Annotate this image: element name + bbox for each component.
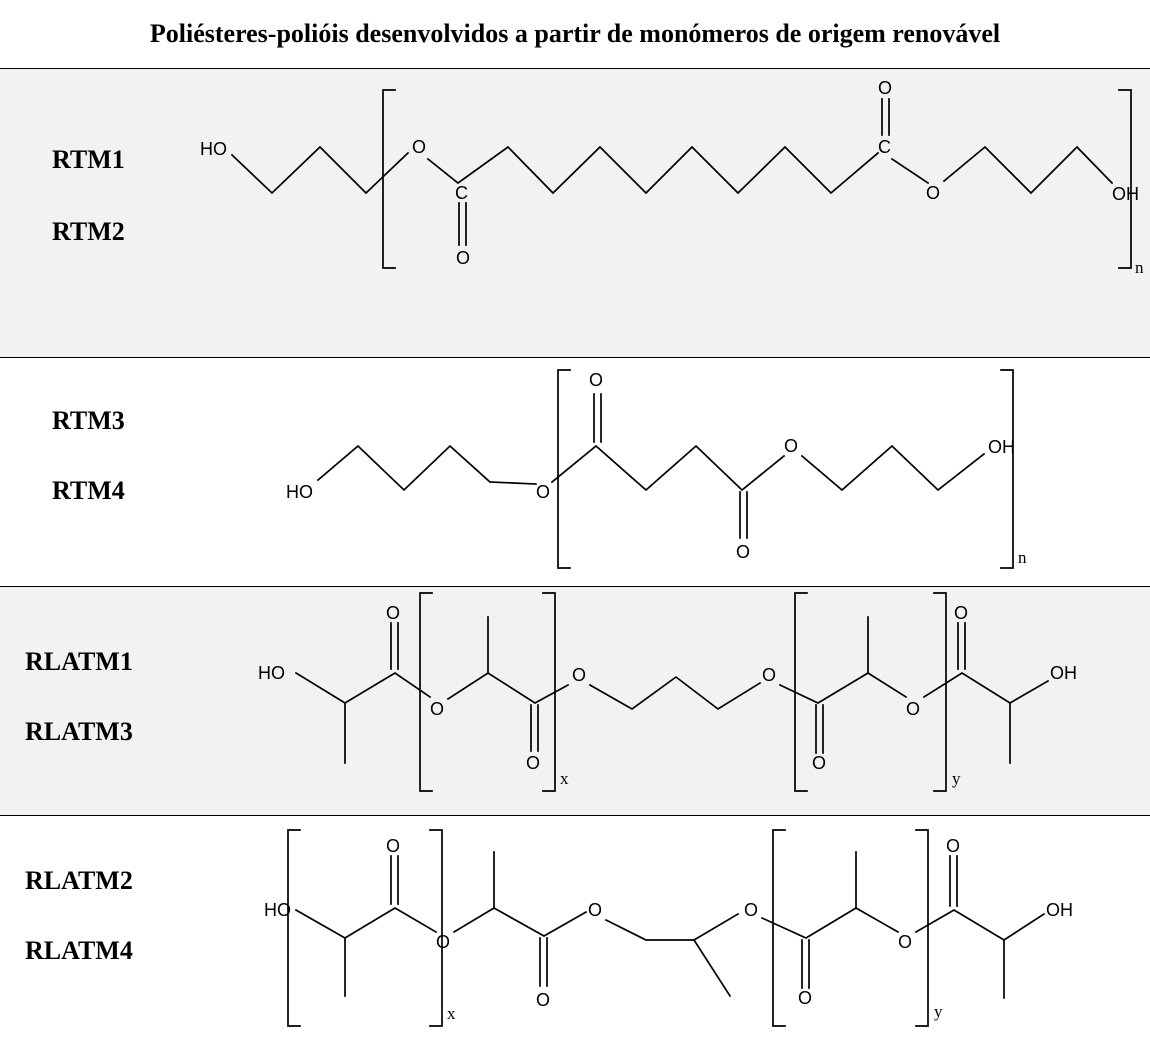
atom-o: O xyxy=(878,78,892,98)
subscript-x: x xyxy=(447,1004,456,1023)
atom-o: O xyxy=(436,932,450,952)
atom-o: O xyxy=(812,753,826,773)
bracket-left-x xyxy=(287,829,301,1027)
atom-oh: OH xyxy=(1046,900,1073,920)
bracket-right-y xyxy=(933,592,947,792)
atom-ho: HO xyxy=(200,139,227,159)
atom-o: O xyxy=(588,900,602,920)
bracket-right xyxy=(1000,369,1014,569)
row-rtm1-rtm2: RTM1 RTM2 HO O C O C O O OH n xyxy=(0,69,1150,357)
label-rlatm2: RLATM2 xyxy=(25,866,133,895)
atom-o: O xyxy=(954,603,968,623)
bracket-right-x xyxy=(429,829,443,1027)
subscript-n: n xyxy=(1018,548,1027,567)
atom-o: O xyxy=(412,137,426,157)
atom-c: C xyxy=(878,137,891,157)
label-rlatm1: RLATM1 xyxy=(25,647,133,676)
bracket-left-y xyxy=(794,592,808,792)
structure-rtm1-rtm2: HO O C O C O O OH n xyxy=(200,78,1144,277)
bracket-left-y xyxy=(772,829,786,1027)
atom-o: O xyxy=(386,603,400,623)
table-title: Poliésteres-polióis desenvolvidos a part… xyxy=(149,19,1001,48)
atom-ho: HO xyxy=(286,482,313,502)
label-rlatm3: RLATM3 xyxy=(25,717,133,746)
atom-o: O xyxy=(798,988,812,1008)
atom-o: O xyxy=(784,436,798,456)
atom-o: O xyxy=(946,836,960,856)
atom-o: O xyxy=(926,183,940,203)
atom-o: O xyxy=(386,836,400,856)
structure-rtm3-rtm4: HO O O O O OH n xyxy=(286,369,1027,569)
bracket-left xyxy=(557,369,571,569)
row-rlatm2-rlatm4: RLATM2 RLATM4 HO O O O O O O O xyxy=(0,816,1150,1041)
atom-ho: HO xyxy=(258,663,285,683)
atom-o: O xyxy=(762,665,776,685)
structure-rlatm1-rlatm3: HO O O O O O O O O OH xyxy=(258,592,1077,792)
subscript-y: y xyxy=(952,769,961,788)
atom-o: O xyxy=(736,542,750,562)
title-divider xyxy=(0,68,1150,69)
bracket-right-x xyxy=(542,592,556,792)
atom-oh: OH xyxy=(988,437,1015,457)
atom-o: O xyxy=(456,248,470,268)
subscript-n: n xyxy=(1135,258,1144,277)
label-rtm1: RTM1 xyxy=(52,145,125,174)
row-divider xyxy=(0,586,1150,587)
bracket-left xyxy=(382,89,396,269)
atom-o: O xyxy=(572,665,586,685)
bracket-right-y xyxy=(915,829,929,1027)
label-rtm3: RTM3 xyxy=(52,406,125,435)
atom-o: O xyxy=(536,990,550,1010)
subscript-y: y xyxy=(934,1002,943,1021)
atom-o: O xyxy=(589,370,603,390)
atom-o: O xyxy=(526,753,540,773)
structure-rlatm2-rlatm4: HO O O O O O O O O O xyxy=(264,829,1073,1027)
atom-oh: OH xyxy=(1112,184,1139,204)
atom-o: O xyxy=(898,932,912,952)
bracket-right xyxy=(1118,89,1132,269)
subscript-x: x xyxy=(560,769,569,788)
row-divider xyxy=(0,815,1150,816)
atom-ho: HO xyxy=(264,900,291,920)
atom-o: O xyxy=(906,699,920,719)
atom-o: O xyxy=(744,900,758,920)
row-rtm3-rtm4: RTM3 RTM4 HO O O O O OH n xyxy=(0,358,1150,586)
atom-o: O xyxy=(536,482,550,502)
atom-c: C xyxy=(455,183,468,203)
bracket-left-x xyxy=(419,592,433,792)
label-rtm2: RTM2 xyxy=(52,217,125,246)
row-divider xyxy=(0,357,1150,358)
label-rtm4: RTM4 xyxy=(52,476,125,505)
atom-o: O xyxy=(430,699,444,719)
atom-oh: OH xyxy=(1050,663,1077,683)
label-rlatm4: RLATM4 xyxy=(25,936,133,965)
row-rlatm1-rlatm3: RLATM1 RLATM3 HO O O O O O O O xyxy=(0,587,1150,815)
